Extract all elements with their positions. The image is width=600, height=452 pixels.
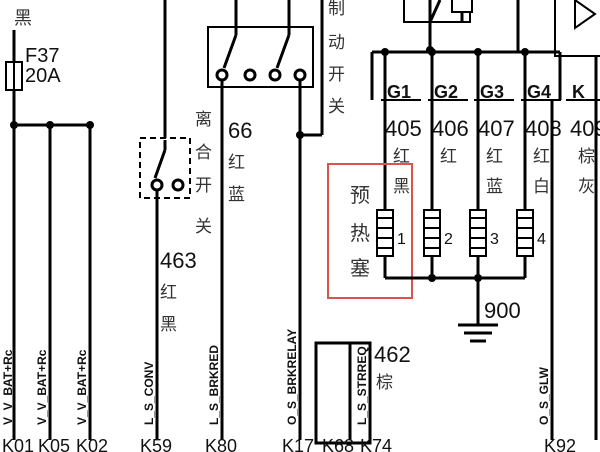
wire-462-color: 棕 (376, 373, 393, 393)
glow-pin-5: K (572, 82, 585, 102)
bottom-pin-K59: K59 (140, 436, 172, 452)
glow-wire-1: 405 (385, 116, 422, 141)
bottom-pin-K01: K01 (2, 436, 34, 452)
glow-plug-icon (423, 209, 441, 257)
signal-label-5: O_S_BRKRELAY (285, 329, 299, 425)
glow-pin-4: G4 (527, 82, 551, 102)
glow-bus-junction (381, 48, 389, 56)
glow-wire-color: 棕 (578, 147, 595, 167)
bottom-pin-K80: K80 (205, 436, 237, 452)
glow-wire-4: 408 (525, 116, 562, 141)
wire-900-number: 900 (484, 298, 521, 323)
glow-label-2: 热 (350, 221, 370, 245)
glow-plug-index: 1 (397, 231, 406, 248)
glow-plug-highlight (327, 163, 413, 299)
glow-plug-icon (516, 209, 534, 257)
signal-label-7: O_S_GLW (537, 366, 551, 425)
glow-wire-color: 蓝 (486, 177, 503, 197)
signal-label-3: L_S_CONV (142, 362, 156, 425)
fuse-id: F37 (25, 45, 59, 67)
bottom-pin-K74: K74 (360, 436, 392, 452)
signal-label-0: V_V_BAT+Rc (1, 349, 15, 425)
signal-label-6: L_S_STRREQ (355, 346, 369, 425)
glow-label-1: 预 (350, 183, 370, 207)
glow-plug-icon (376, 209, 394, 257)
glow-wire-2: 406 (432, 116, 469, 141)
glow-bus-junction (521, 48, 529, 56)
brake-switch-blade-2 (275, 34, 291, 69)
fuse-rating: 20A (25, 65, 61, 87)
wire-462-number: 462 (374, 342, 411, 367)
glow-channels: G1405红黑1G2406红2G3407红蓝3G4408红白4K409棕灰 (376, 48, 600, 278)
clutch-label-4: 关 (195, 217, 212, 237)
wire-66-number: 66 (228, 118, 252, 143)
bottom-pin-K17: K17 (282, 436, 314, 452)
clutch-label-3: 开 (195, 176, 212, 196)
glow-wire-color: 灰 (578, 177, 595, 197)
wire-463-color-2: 黑 (160, 315, 177, 335)
glow-label-3: 塞 (350, 256, 370, 280)
glow-plug-index: 2 (444, 231, 453, 248)
bottom-pin-K05: K05 (38, 436, 70, 452)
start-request-box (314, 341, 372, 445)
glow-bus-junction (474, 48, 482, 56)
glow-wire-color: 红 (486, 147, 503, 167)
brake-switch-blade-1 (222, 34, 238, 69)
clutch-label-2: 合 (195, 143, 212, 163)
bottom-pin-K68: K68 (322, 436, 354, 452)
clutch-label-1: 离 (195, 110, 212, 130)
glow-wire-color: 红 (440, 147, 457, 167)
brake-label-2: 动 (328, 33, 345, 53)
brake-label-4: 关 (328, 97, 345, 117)
glow-plug-index: 3 (490, 231, 499, 248)
bottom-pin-K92: K92 (544, 436, 576, 452)
glow-pin-2: G2 (434, 82, 458, 102)
glow-wire-color: 黑 (393, 177, 410, 197)
wire-66-color-1: 红 (228, 153, 245, 173)
fuse-top-color: 黑 (14, 8, 32, 29)
brake-label-1: 制 (328, 0, 345, 19)
wire-463-number: 463 (160, 248, 197, 273)
glow-bus-junction (428, 48, 436, 56)
wire-463-color-1: 红 (160, 283, 177, 303)
glow-pin-3: G3 (480, 82, 504, 102)
glow-plug-index: 4 (537, 231, 546, 248)
glow-wire-color: 白 (533, 177, 550, 197)
clutch-switch-blade (153, 149, 167, 179)
wire-66-color-2: 蓝 (228, 185, 245, 205)
glow-wire-color: 红 (393, 147, 410, 167)
amplifier-icon (574, 0, 597, 30)
glow-wire-color: 红 (533, 147, 550, 167)
glow-pin-1: G1 (387, 82, 411, 102)
brake-label-3: 开 (328, 65, 345, 85)
signal-label-1: V_V_BAT+Rc (35, 349, 49, 425)
glow-wire-3: 407 (478, 116, 515, 141)
signal-label-4: L_S_BRKRED (207, 345, 221, 425)
glow-plug-icon (469, 209, 487, 257)
bottom-pin-K02: K02 (76, 436, 108, 452)
signal-label-2: V_V_BAT+Rc (75, 349, 89, 425)
